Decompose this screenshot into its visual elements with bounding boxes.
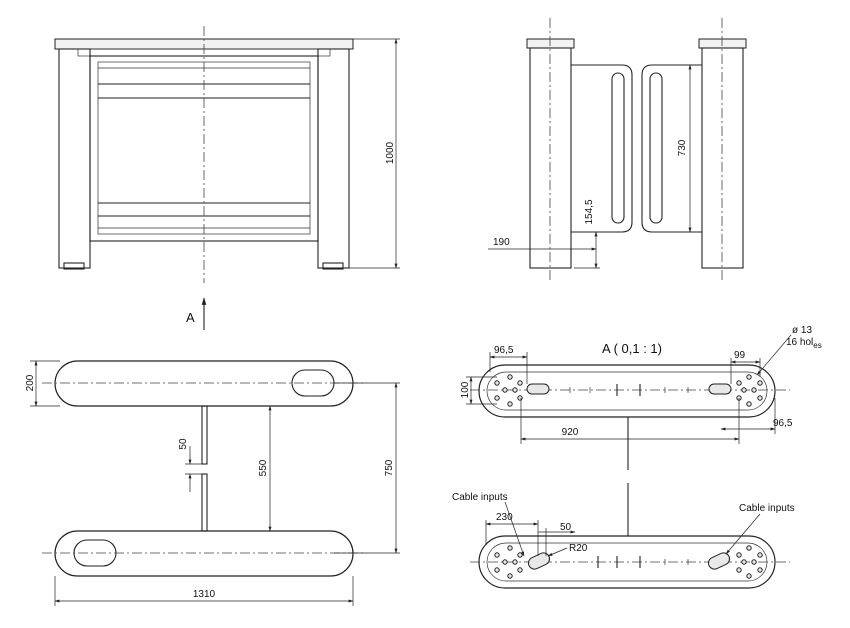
right-post — [317, 48, 350, 269]
dim-99: 99 — [734, 350, 746, 361]
dim-100: 100 — [460, 381, 471, 398]
side-left-post — [529, 47, 572, 269]
top-view-upper-wing — [54, 360, 354, 407]
dim-920: 920 — [562, 427, 579, 438]
hole-diameter-label: ø 13 — [792, 325, 812, 336]
top-view-lower-wing — [54, 530, 354, 577]
view-arrow-a: A — [186, 297, 207, 330]
detail-lower-slot-left — [527, 552, 551, 570]
view-label: A — [186, 310, 195, 325]
detail-lower-slot-right — [707, 552, 731, 570]
detail-upper-slot-left — [526, 383, 550, 395]
detail-upper-base — [478, 364, 776, 418]
right-post-foot — [322, 262, 344, 270]
detail-title: A ( 0,1 : 1) — [602, 341, 662, 356]
top-view-upper-panel — [201, 405, 208, 465]
detail-upper-slot-right — [708, 383, 732, 395]
side-left-slot — [611, 72, 625, 224]
cable-inputs-right-label: Cable inputs — [739, 503, 795, 514]
dim-96-5-left: 96,5 — [494, 345, 514, 356]
top-view: 200 50 550 750 1310 — [25, 360, 400, 606]
left-post-foot — [63, 262, 85, 270]
radius-r20: R20 — [569, 543, 588, 554]
front-view: 1000 — [54, 26, 400, 283]
dim-1000: 1000 — [385, 141, 396, 164]
detail-view-a: A ( 0,1 : 1) — [452, 325, 822, 589]
side-right-post — [701, 47, 744, 269]
hole-count-label: 16 holes — [786, 337, 822, 350]
detail-lower-holes-right — [736, 545, 763, 579]
dim-750: 750 — [384, 459, 395, 476]
dim-230: 230 — [496, 512, 513, 523]
detail-upper-holes-right — [736, 374, 763, 407]
dim-200: 200 — [25, 374, 36, 391]
dim-50-bottom: 50 — [560, 522, 572, 533]
cable-inputs-left-label: Cable inputs — [452, 492, 508, 503]
detail-lower-holes-left — [494, 545, 523, 579]
dim-730: 730 — [677, 139, 688, 156]
door-frame — [89, 55, 319, 242]
dim-96-5-right: 96,5 — [773, 418, 793, 429]
dim-154-5: 154,5 — [584, 199, 595, 224]
top-view-lower-panel — [201, 473, 208, 532]
detail-upper-holes-left — [494, 374, 523, 407]
left-post — [58, 48, 91, 269]
side-left-wing — [571, 64, 633, 233]
side-right-slot — [649, 72, 663, 224]
dim-190: 190 — [493, 237, 510, 248]
side-right-wing — [641, 64, 702, 233]
dim-1310: 1310 — [193, 589, 216, 600]
dim-50-gap: 50 — [178, 438, 189, 450]
dim-550: 550 — [258, 459, 269, 476]
side-view: 730 154,5 190 — [488, 18, 747, 280]
